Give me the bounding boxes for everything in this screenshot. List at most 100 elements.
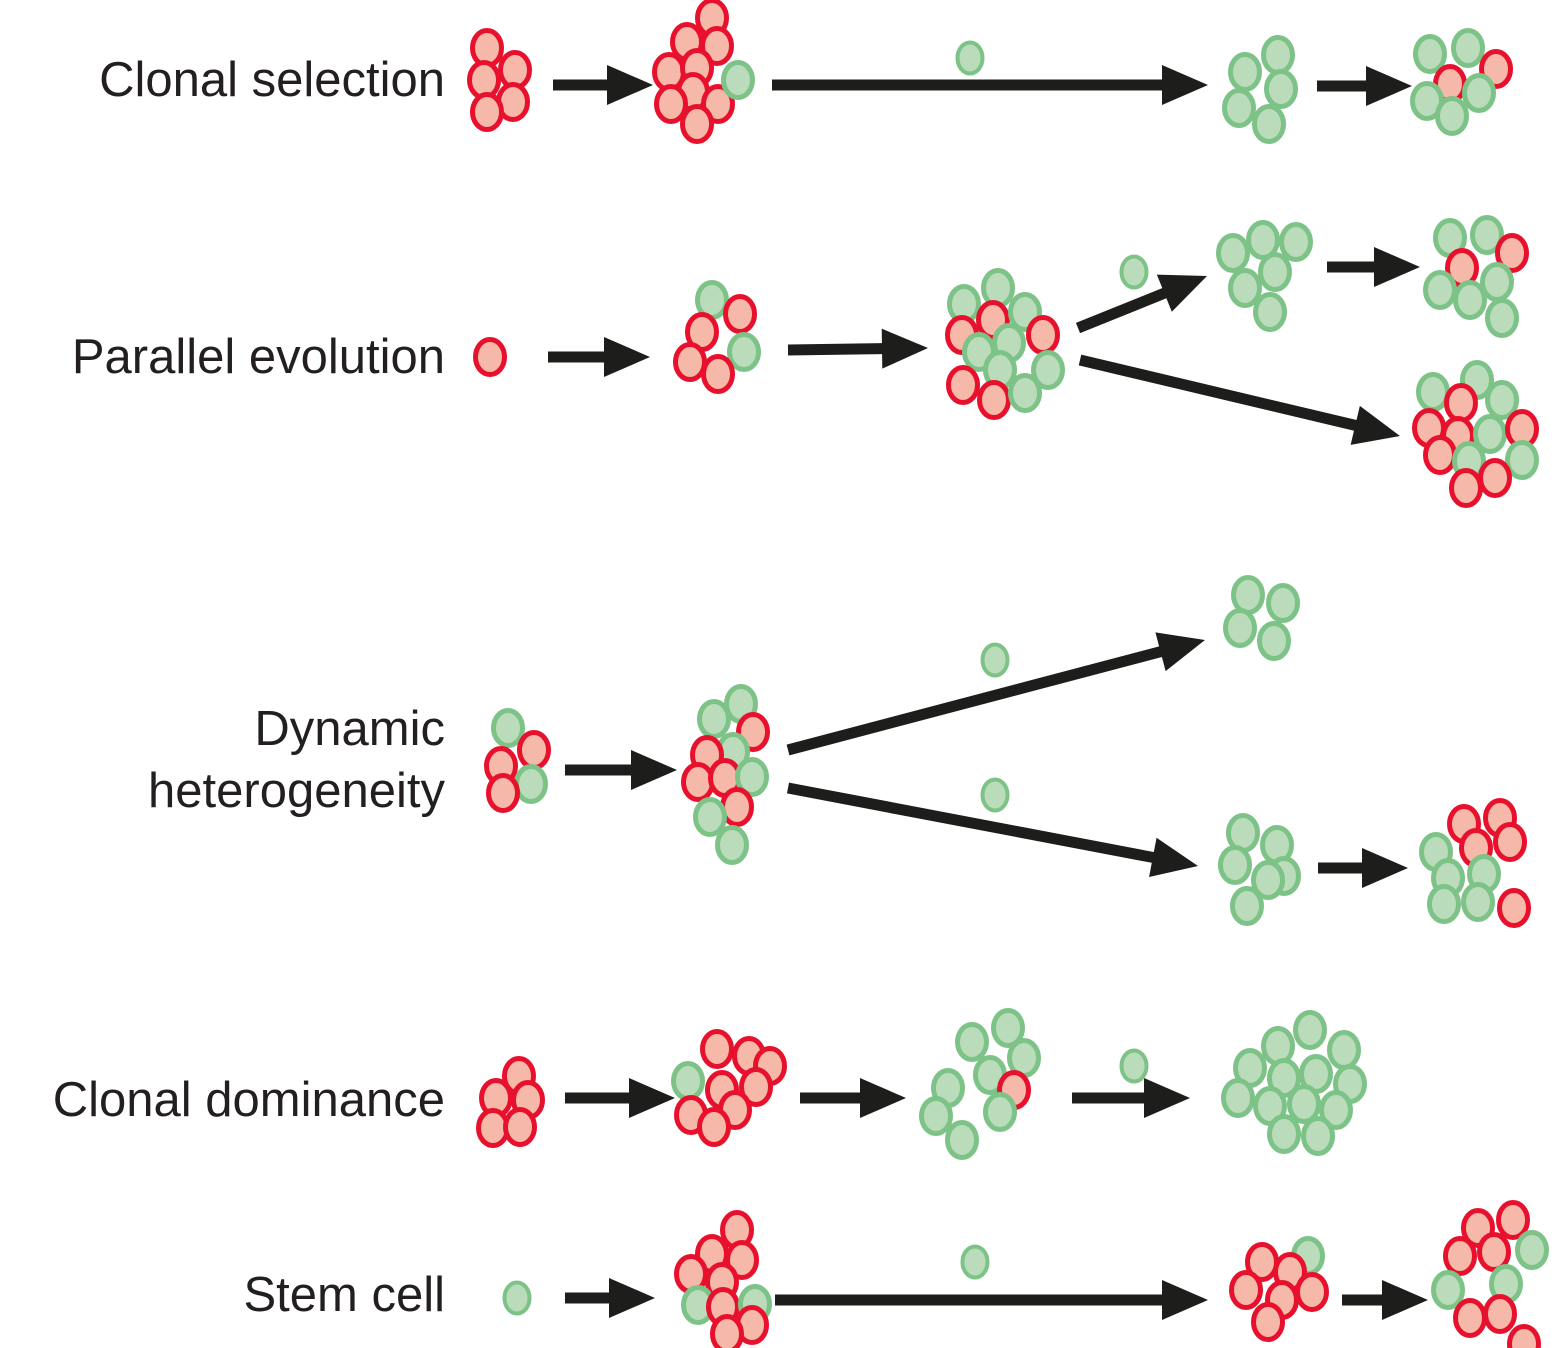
green-cell-lower-branch-mixed-cluster — [1485, 380, 1519, 420]
green-cell-upper-green-metastasis-cluster — [1231, 575, 1265, 615]
arrowhead-icon — [1156, 274, 1207, 312]
green-cell-lower-green-cluster — [1251, 860, 1285, 900]
green-cell-lower-green-cluster — [1230, 886, 1264, 926]
red-cell-final-mixed-cluster — [1453, 1298, 1487, 1338]
green-cell-upper-green-metastasis-cluster — [1223, 608, 1257, 648]
green-cell-relapse-mixed-cluster — [1451, 28, 1485, 68]
red-cell-red-founder-cluster — [470, 28, 504, 68]
green-cell-final-mixed-cluster — [1431, 1270, 1465, 1310]
red-cell-red-cluster-with-green-mutant — [739, 1067, 773, 1107]
red-cell-lower-branch-mixed-cluster — [1444, 383, 1478, 423]
green-cell-upper-branch-relapse-cluster — [1453, 280, 1487, 320]
arrowhead-icon — [1366, 66, 1412, 106]
red-cell-red-cluster-with-green-stem-cells — [710, 1314, 744, 1348]
green-cell-mixed-primary-cluster — [693, 797, 727, 837]
red-cell-heterogeneous-primary-cluster — [977, 380, 1011, 420]
red-cell-lower-branch-mixed-cluster — [1449, 468, 1483, 508]
green-cell-green-takeover-cluster — [991, 1008, 1025, 1048]
green-cell-upper-branch-relapse-cluster — [1485, 298, 1519, 338]
red-cell-final-mixed-cluster — [1496, 1200, 1530, 1240]
green-cell-single — [980, 642, 1010, 678]
green-cell-green-takeover-cluster — [955, 1022, 989, 1062]
red-cell-heterogeneous-primary-cluster — [946, 365, 980, 405]
red-cell-red-cluster-with-green-mutant — [697, 1107, 731, 1147]
red-cell-expanded-red-cluster-with-green-mutant — [700, 26, 734, 66]
green-cell-expanded-red-cluster-with-green-mutant — [721, 60, 755, 100]
green-cell-mixed-primary-cluster — [715, 825, 749, 865]
arrowhead-icon — [1374, 247, 1420, 287]
red-cell-early-mixed-cluster — [723, 294, 757, 334]
green-cell-heterogeneous-primary-cluster — [1031, 350, 1065, 390]
red-cell-early-mixed-cluster — [673, 342, 707, 382]
green-cell-green-selected-cluster — [1252, 104, 1286, 144]
green-cell-green-takeover-cluster — [945, 1120, 979, 1160]
green-cell-relapse-mixed-cluster — [1413, 34, 1447, 74]
green-cell-lower-branch-mixed-cluster — [1416, 372, 1450, 412]
red-cell-reverted-mixed-cluster — [1497, 888, 1531, 928]
red-cell-upper-branch-relapse-cluster — [1495, 233, 1529, 273]
green-cell-upper-branch-green-cluster — [1253, 292, 1287, 332]
arrowhead-icon — [1350, 405, 1400, 445]
green-cell-green-selected-cluster — [1222, 88, 1256, 128]
green-cell-upper-branch-green-cluster — [1258, 252, 1292, 292]
green-cell-green-takeover-cluster — [983, 1092, 1017, 1132]
arrowhead-icon — [1382, 1280, 1428, 1320]
arrowhead-icon — [1162, 65, 1208, 105]
arrowhead-icon — [609, 1278, 655, 1318]
arrowhead-icon — [629, 1078, 675, 1118]
green-cell-relapse-mixed-cluster — [1462, 73, 1496, 113]
green-cell-lower-branch-mixed-cluster — [1505, 440, 1539, 480]
row-label-dynamic-heterogeneity: Dynamic heterogeneity — [148, 702, 445, 818]
green-cell-upper-branch-green-cluster — [1246, 220, 1280, 260]
green-cell-green-selected-cluster — [1264, 69, 1298, 109]
green-cell-single — [1119, 1048, 1149, 1084]
red-cell-final-mixed-cluster — [1507, 1324, 1541, 1348]
green-cell-lower-green-cluster — [1218, 845, 1252, 885]
green-cell-heterogeneous-primary-cluster — [1008, 373, 1042, 413]
green-cell-upper-branch-green-cluster — [1279, 222, 1313, 262]
green-cell-single — [502, 1280, 532, 1316]
green-cell-upper-branch-relapse-cluster — [1423, 270, 1457, 310]
red-cell-small-mixed-cluster — [486, 773, 520, 813]
red-cell-expanded-red-cluster-with-green-mutant — [654, 84, 688, 124]
green-cell-single — [1119, 254, 1149, 290]
red-cell-lower-branch-mixed-cluster — [1478, 458, 1512, 498]
red-cell-red-founder-cluster — [470, 92, 504, 132]
green-cell-upper-branch-relapse-cluster — [1470, 215, 1504, 255]
green-cell-upper-branch-green-cluster — [1216, 233, 1250, 273]
green-cell-green-selected-cluster — [1261, 35, 1295, 75]
arrowhead-icon — [607, 65, 653, 105]
green-cell-dominant-green-cluster — [1293, 1010, 1327, 1050]
green-cell-dominant-green-cluster — [1221, 1078, 1255, 1118]
red-cell-regrown-red-cluster — [1229, 1270, 1263, 1310]
arrowhead-icon — [604, 337, 650, 377]
arrowhead-icon — [1155, 632, 1205, 672]
red-cell-heterogeneous-primary-cluster — [1026, 315, 1060, 355]
green-cell-small-mixed-cluster — [491, 708, 525, 748]
green-cell-dominant-green-cluster — [1327, 1030, 1361, 1070]
green-cell-dominant-green-cluster — [1261, 1026, 1295, 1066]
red-cell-lower-branch-mixed-cluster — [1423, 435, 1457, 475]
green-cell-upper-green-metastasis-cluster — [1266, 583, 1300, 623]
red-cell-reverted-mixed-cluster — [1493, 822, 1527, 862]
red-cell-early-mixed-cluster — [701, 354, 735, 394]
green-cell-mixed-primary-cluster — [697, 699, 731, 739]
green-cell-upper-branch-green-cluster — [1228, 268, 1262, 308]
green-cell-relapse-mixed-cluster — [1435, 96, 1469, 136]
row-label-clonal-selection: Clonal selection — [99, 53, 445, 107]
row-label-parallel-evolution: Parallel evolution — [71, 330, 445, 384]
arrowhead-icon — [881, 328, 928, 369]
row-label-stem-cell: Stem cell — [243, 1268, 445, 1322]
green-cell-green-selected-cluster — [1228, 52, 1262, 92]
green-cell-mixed-primary-cluster — [735, 757, 769, 797]
green-cell-green-takeover-cluster — [919, 1096, 953, 1136]
arrowhead-icon — [1149, 837, 1198, 878]
green-cell-final-mixed-cluster — [1515, 1230, 1549, 1270]
green-cell-dominant-green-cluster — [1301, 1116, 1335, 1156]
row-label-clonal-dominance: Clonal dominance — [52, 1073, 445, 1127]
red-cell-mixed-primary-cluster — [681, 762, 715, 802]
red-cell-single — [473, 337, 507, 377]
red-cell-expanded-red-cluster-with-green-mutant — [680, 104, 714, 144]
red-cell-red-cluster-with-green-stem-cells — [725, 1240, 759, 1280]
arrow-shaft — [786, 782, 1175, 867]
